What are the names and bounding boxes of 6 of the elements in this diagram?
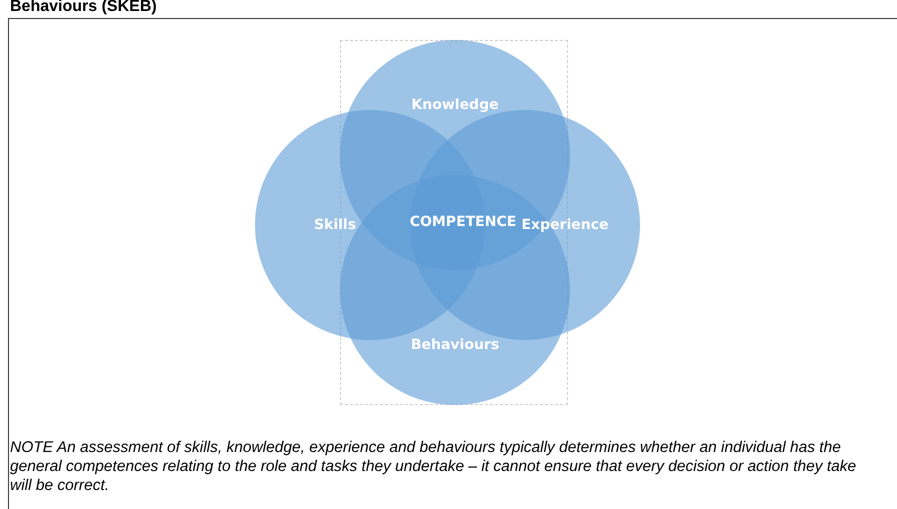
set-label: Skills (314, 217, 356, 233)
set-label: Knowledge (411, 97, 499, 113)
set-label: Behaviours (410, 337, 500, 353)
note-text: NOTE An assessment of skills, knowledge, experience and behaviours typically determines whether an individual has the general competences relating to the role and tasks they undertake – it cannot ensure that every decision or action they take will be correct. (10, 438, 858, 495)
set-label: Experience (521, 217, 609, 233)
center-label: COMPETENCE (410, 214, 516, 230)
